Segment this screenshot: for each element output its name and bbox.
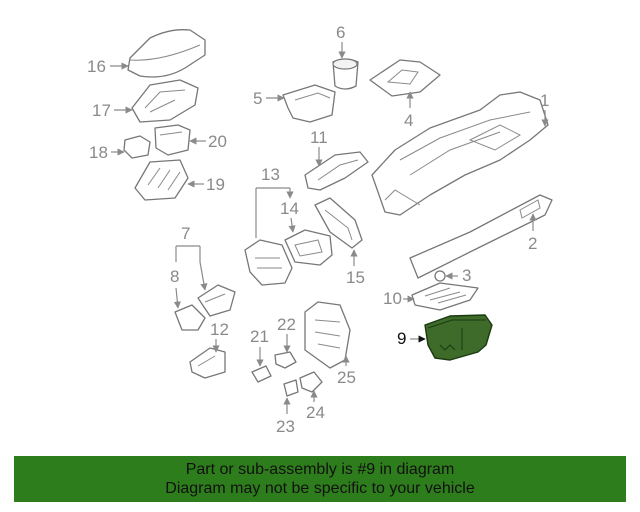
callout-12: 12 <box>210 320 229 353</box>
callout-22: 22 <box>277 315 296 353</box>
banner-line-1: Part or sub-assembly is #9 in diagram <box>185 461 455 478</box>
part-22-switch <box>274 351 297 369</box>
svg-text:21: 21 <box>250 327 269 346</box>
svg-text:3: 3 <box>462 266 471 285</box>
svg-text:10: 10 <box>383 289 402 308</box>
part-16-armrest-lid <box>127 29 206 78</box>
svg-text:12: 12 <box>210 320 229 339</box>
callout-21: 21 <box>250 327 269 367</box>
part-15-bezel <box>314 197 363 249</box>
svg-text:20: 20 <box>208 132 227 151</box>
svg-text:2: 2 <box>528 234 537 253</box>
callout-15: 15 <box>346 249 365 287</box>
part-10-insert-mat <box>411 282 479 311</box>
callout-24: 24 <box>306 390 325 422</box>
callout-4: 4 <box>404 91 414 130</box>
parts-diagram: 1 2 3 4 5 6 7 8 9 10 11 12 <box>87 23 553 436</box>
svg-text:14: 14 <box>280 199 299 218</box>
info-banner: Part or sub-assembly is #9 in diagram Di… <box>14 456 626 502</box>
callout-11: 11 <box>310 128 328 167</box>
callout-2: 2 <box>528 213 537 253</box>
svg-text:23: 23 <box>276 417 295 436</box>
part-18-clip <box>123 135 151 159</box>
svg-text:1: 1 <box>540 91 549 110</box>
part-7-assembly <box>197 284 236 317</box>
part-8-trim <box>174 304 206 331</box>
part-4-shift-bezel <box>369 59 441 97</box>
callout-3: 3 <box>445 266 471 285</box>
callout-19: 19 <box>187 175 225 194</box>
svg-text:5: 5 <box>253 89 262 108</box>
callout-20: 20 <box>189 132 227 151</box>
svg-text:15: 15 <box>346 268 365 287</box>
svg-text:19: 19 <box>206 175 225 194</box>
part-6-cup-holder <box>332 58 359 90</box>
part-1-center-console <box>371 91 549 216</box>
callout-6: 6 <box>336 23 346 59</box>
part-3-clip <box>434 270 446 282</box>
svg-text:24: 24 <box>306 403 325 422</box>
svg-text:6: 6 <box>336 23 345 42</box>
part-5-cup-holder-housing <box>282 84 336 123</box>
svg-text:22: 22 <box>277 315 296 334</box>
svg-text:18: 18 <box>89 143 108 162</box>
callout-1: 1 <box>540 91 549 127</box>
part-21-bulb <box>251 365 272 383</box>
svg-text:13: 13 <box>261 165 280 184</box>
svg-text:4: 4 <box>404 111 413 130</box>
svg-text:16: 16 <box>87 57 106 76</box>
svg-text:8: 8 <box>170 267 179 286</box>
callout-10: 10 <box>383 289 415 308</box>
part-23-socket <box>283 379 299 397</box>
part-13-bracket <box>244 239 293 286</box>
callout-5: 5 <box>253 89 285 108</box>
banner-line-2: Diagram may not be specific to your vehi… <box>165 480 475 497</box>
svg-text:7: 7 <box>181 224 190 243</box>
callout-25: 25 <box>337 355 356 387</box>
part-17-armrest-base <box>131 79 199 123</box>
part-25-switch-housing <box>304 301 351 369</box>
svg-text:11: 11 <box>310 128 328 147</box>
part-19-tray <box>134 159 189 201</box>
callout-7: 7 <box>175 224 208 291</box>
callout-9[interactable]: 9 <box>397 329 426 348</box>
callout-16: 16 <box>87 57 129 76</box>
part-14-switch-panel <box>284 229 333 266</box>
part-20-bracket <box>154 124 191 156</box>
part-2-side-panel <box>409 194 553 279</box>
callout-18: 18 <box>89 143 125 162</box>
callout-14: 14 <box>280 199 299 233</box>
svg-text:17: 17 <box>92 101 111 120</box>
callout-23: 23 <box>276 397 295 436</box>
callout-13: 13 <box>255 165 294 238</box>
part-9-storage-box[interactable] <box>424 314 493 361</box>
part-24-connector <box>299 371 323 393</box>
part-12-trim-plate <box>189 347 226 379</box>
callout-17: 17 <box>92 101 133 120</box>
svg-text:9: 9 <box>397 329 406 348</box>
part-11-trim <box>304 151 369 191</box>
svg-text:25: 25 <box>337 368 356 387</box>
callout-8: 8 <box>170 267 181 309</box>
